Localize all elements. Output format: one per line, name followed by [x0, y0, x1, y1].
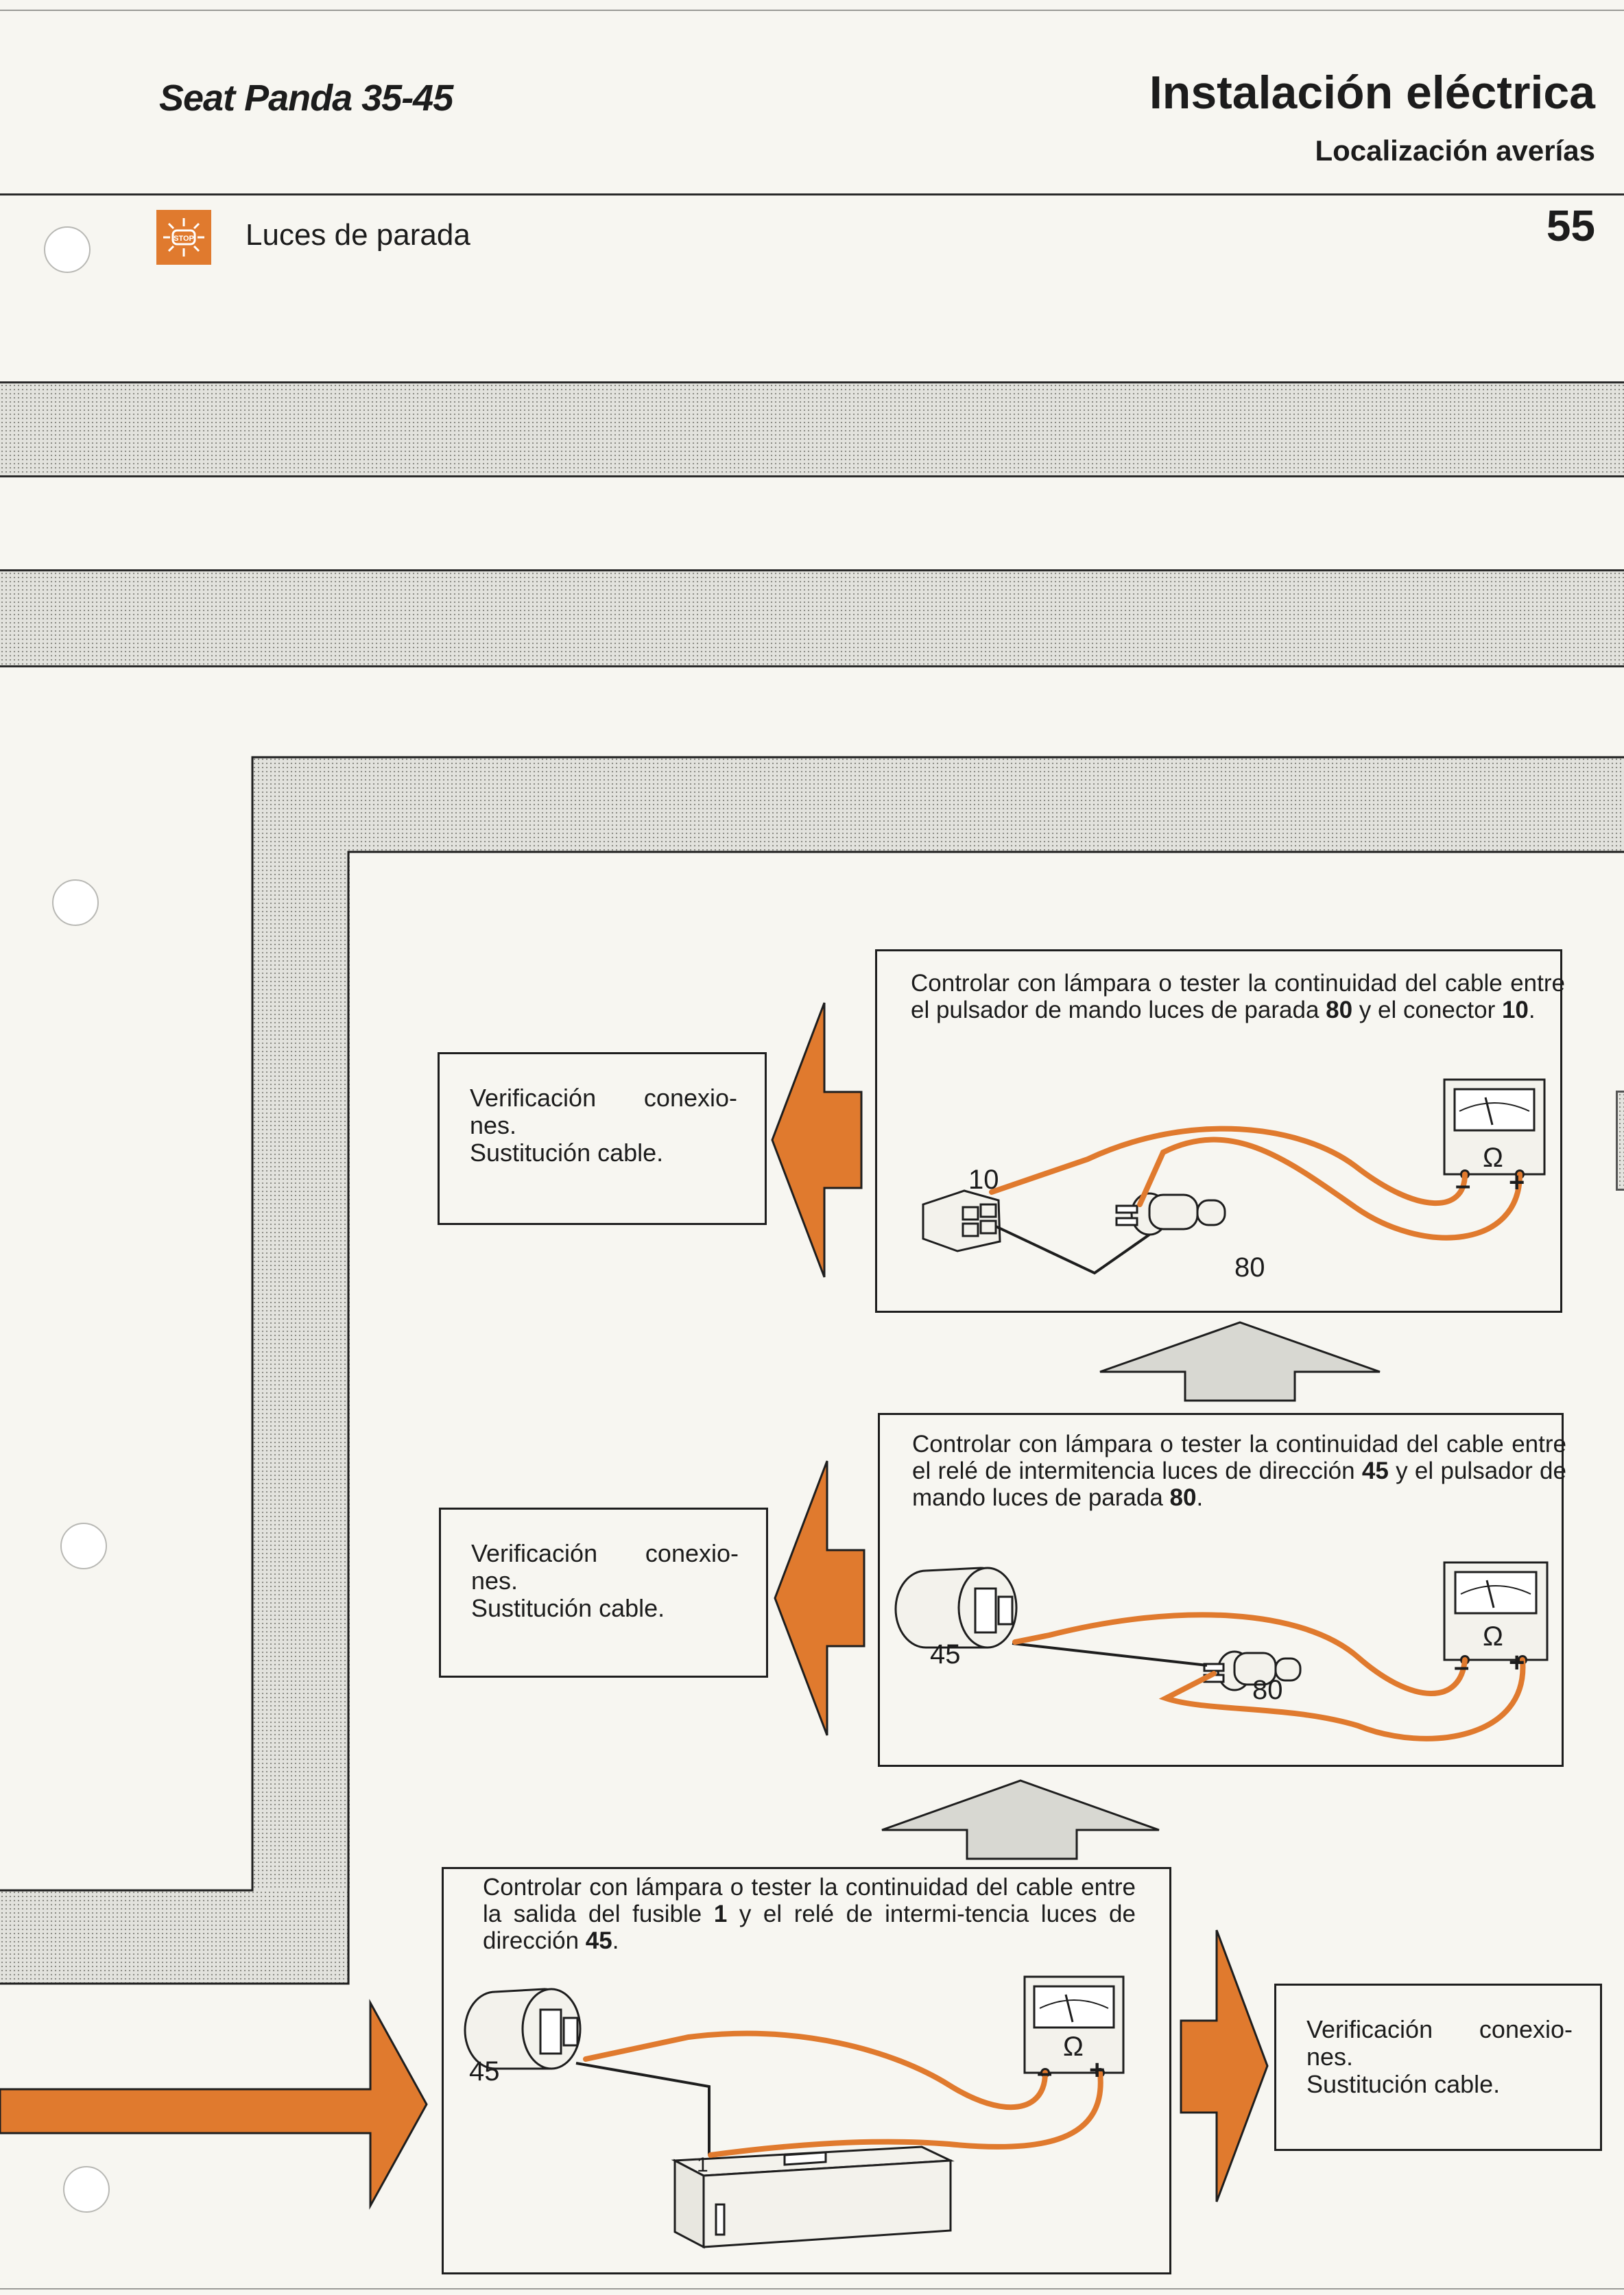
meter-minus-symbol: –: [1037, 2058, 1053, 2088]
meter-plus-symbol: +: [1509, 1167, 1525, 1198]
meter-minus-symbol: –: [1454, 1652, 1470, 1682]
meter-plus-symbol: +: [1089, 2055, 1106, 2085]
flasher-relay-45-icon: [464, 1988, 582, 2070]
ref-label-80: 80: [1234, 1252, 1265, 1283]
arrow-up-2-to-1: [1099, 1321, 1381, 1402]
instruction-step-3: Controlar con lámpara o tester la contin…: [483, 1874, 1136, 1954]
wiring-diagram-step-1: [922, 1078, 1546, 1275]
connector-10-icon: [922, 1189, 1001, 1252]
shaded-band: [0, 571, 1624, 665]
remedy-box-step-3: Verificación conexio-nes.Sustitución cab…: [1274, 1984, 1602, 2151]
ohmmeter-icon: [1023, 1975, 1125, 2078]
ref-label-1: 1: [697, 2154, 708, 2176]
page-number: 55: [1546, 201, 1595, 250]
arrow-left-step-1: [771, 1002, 863, 1278]
ref-label-80: 80: [1252, 1675, 1283, 1705]
vehicle-model: Seat Panda 35-45: [159, 78, 453, 119]
punch-hole: [52, 879, 99, 926]
wiring-diagram-step-3: [464, 1975, 1125, 2249]
page-subtitle: Localización averías: [1315, 134, 1595, 167]
ohmmeter-icon: [1443, 1078, 1546, 1179]
arrow-left-step-2: [774, 1460, 865, 1736]
punch-hole: [60, 1523, 107, 1569]
remedy-box-step-1: Verificación conexio-nes.Sustitución cab…: [438, 1052, 767, 1225]
ref-label-10: 10: [968, 1165, 999, 1195]
arrow-up-3-to-2: [881, 1779, 1160, 1860]
remedy-box-step-2: Verificación conexio-nes.Sustitución cab…: [439, 1508, 768, 1678]
meter-minus-symbol: –: [1455, 1170, 1471, 1200]
ref-label-45: 45: [469, 2056, 500, 2086]
brake-switch-80-icon: [1203, 1650, 1302, 1691]
svg-text:STOP: STOP: [174, 235, 194, 243]
section-title: Luces de parada: [246, 218, 470, 252]
ref-label-45: 45: [930, 1639, 961, 1669]
flow-frame-top: [252, 757, 1624, 853]
punch-hole: [63, 2166, 110, 2213]
flow-frame-bottom: [0, 1890, 350, 1985]
wiring-diagram-step-2: [894, 1561, 1549, 1741]
page-title: Instalación eléctrica: [1149, 67, 1595, 119]
stop-lamp-icon: STOP: [163, 218, 204, 257]
meter-ohm-symbol: Ω: [1483, 1621, 1503, 1652]
punch-hole: [44, 226, 91, 273]
ohmmeter-icon: [1443, 1561, 1549, 1665]
flow-frame-left: [252, 757, 350, 1894]
flasher-relay-45-icon: [894, 1567, 1018, 1649]
instruction-step-1: Controlar con lámpara o tester la contin…: [911, 970, 1565, 1023]
entry-arrow: [0, 1999, 428, 2210]
meter-ohm-symbol: Ω: [1063, 2032, 1084, 2062]
shaded-band: [0, 383, 1624, 475]
brake-switch-80-icon: [1115, 1192, 1226, 1236]
instruction-step-2: Controlar con lámpara o tester la contin…: [912, 1431, 1566, 1511]
edge-tab: [1616, 1091, 1624, 1191]
section-icon: STOP: [156, 210, 211, 265]
arrow-right-step-3: [1180, 1929, 1269, 2202]
fuse-box-icon: [671, 2145, 955, 2249]
meter-ohm-symbol: Ω: [1483, 1143, 1503, 1173]
meter-plus-symbol: +: [1509, 1648, 1525, 1678]
